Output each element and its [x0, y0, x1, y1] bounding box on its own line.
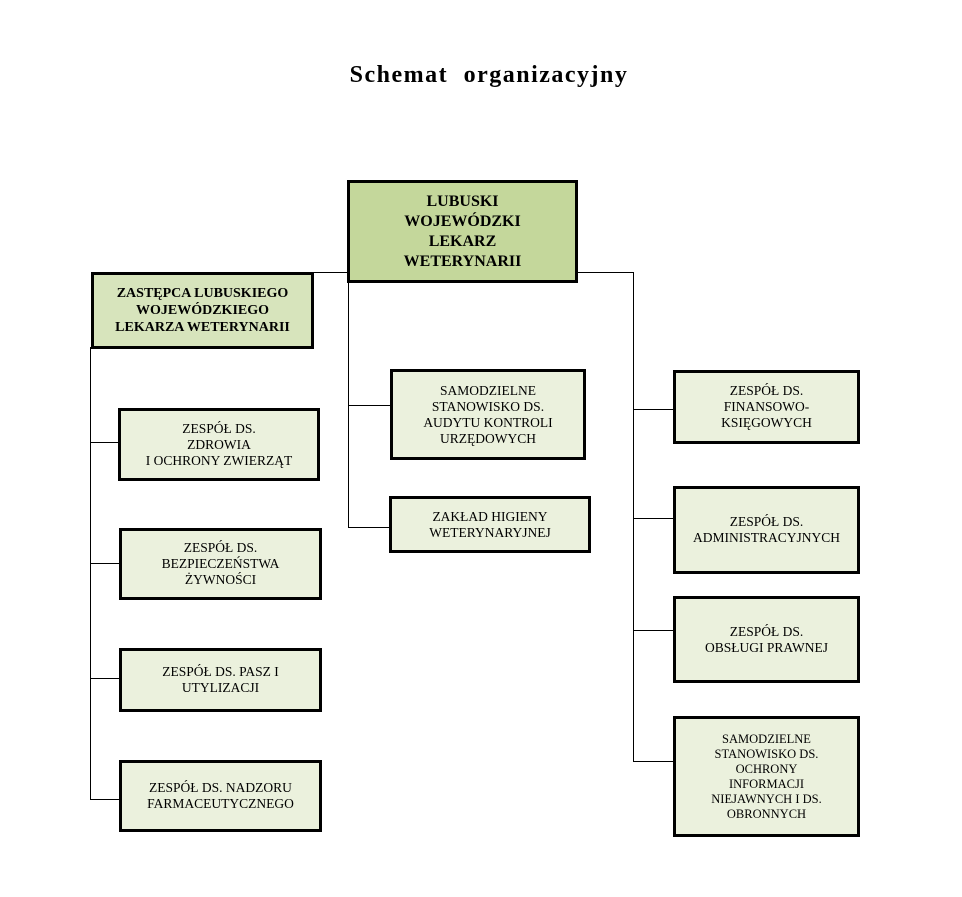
unit-box-center-2: ZAKŁAD HIGIENY WETERYNARYJNEJ: [389, 496, 591, 553]
unit-box-right-3: ZESPÓŁ DS. OBSŁUGI PRAWNEJ: [673, 596, 860, 683]
unit-box-right-1: ZESPÓŁ DS. FINANSOWO- KSIĘGOWYCH: [673, 370, 860, 444]
page-title: Schemat organizacyjny: [349, 62, 629, 88]
unit-box-center-1: SAMODZIELNE STANOWISKO DS. AUDYTU KONTRO…: [390, 369, 586, 460]
deputy-box: ZASTĘPCA LUBUSKIEGO WOJEWÓDZKIEGO LEKARZ…: [91, 272, 314, 349]
unit-box-left-2: ZESPÓŁ DS. BEZPIECZEŃSTWA ŻYWNOŚCI: [119, 528, 322, 600]
unit-box-left-4: ZESPÓŁ DS. NADZORU FARMACEUTYCZNEGO: [119, 760, 322, 832]
head-box: LUBUSKI WOJEWÓDZKI LEKARZ WETERYNARII: [347, 180, 578, 283]
unit-box-left-3: ZESPÓŁ DS. PASZ I UTYLIZACJI: [119, 648, 322, 712]
unit-box-right-4: SAMODZIELNE STANOWISKO DS. OCHRONY INFOR…: [673, 716, 860, 837]
unit-box-left-1: ZESPÓŁ DS. ZDROWIA I OCHRONY ZWIERZĄT: [118, 408, 320, 481]
unit-box-right-2: ZESPÓŁ DS. ADMINISTRACYJNYCH: [673, 486, 860, 574]
